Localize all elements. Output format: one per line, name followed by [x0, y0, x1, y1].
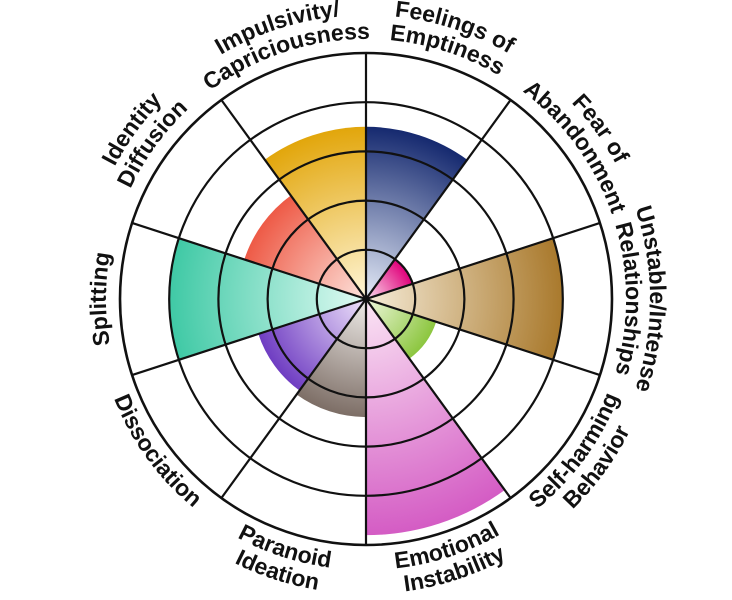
sector-paranoid-ideation: [296, 299, 366, 418]
grid-spoke: [365, 99, 512, 300]
grid-spoke: [131, 297, 367, 377]
grid-spoke: [365, 298, 512, 499]
grid-spoke: [220, 99, 367, 300]
grid-spoke: [365, 297, 601, 377]
label-dissociation: Dissociation: [109, 390, 207, 512]
grid-spoke: [365, 221, 601, 301]
sector-fear-of-abandonment: [366, 259, 413, 299]
sector-emotional-instability: [366, 299, 505, 536]
grid-spoke: [220, 298, 367, 499]
label-dissociation-line-1: Dissociation: [109, 390, 207, 512]
grid-layer: [118, 51, 614, 547]
sector-identity-diffusion: [244, 195, 366, 299]
sector-self-harming-behavior: [366, 299, 437, 359]
label-splitting-line-1: Splitting: [85, 250, 115, 348]
sector-dissociation: [258, 299, 366, 391]
grid-spoke: [131, 221, 367, 301]
label-splitting: Splitting: [85, 250, 115, 348]
label-impulsivity-capriciousness: Impulsivity/Capriciousness: [198, 0, 370, 95]
